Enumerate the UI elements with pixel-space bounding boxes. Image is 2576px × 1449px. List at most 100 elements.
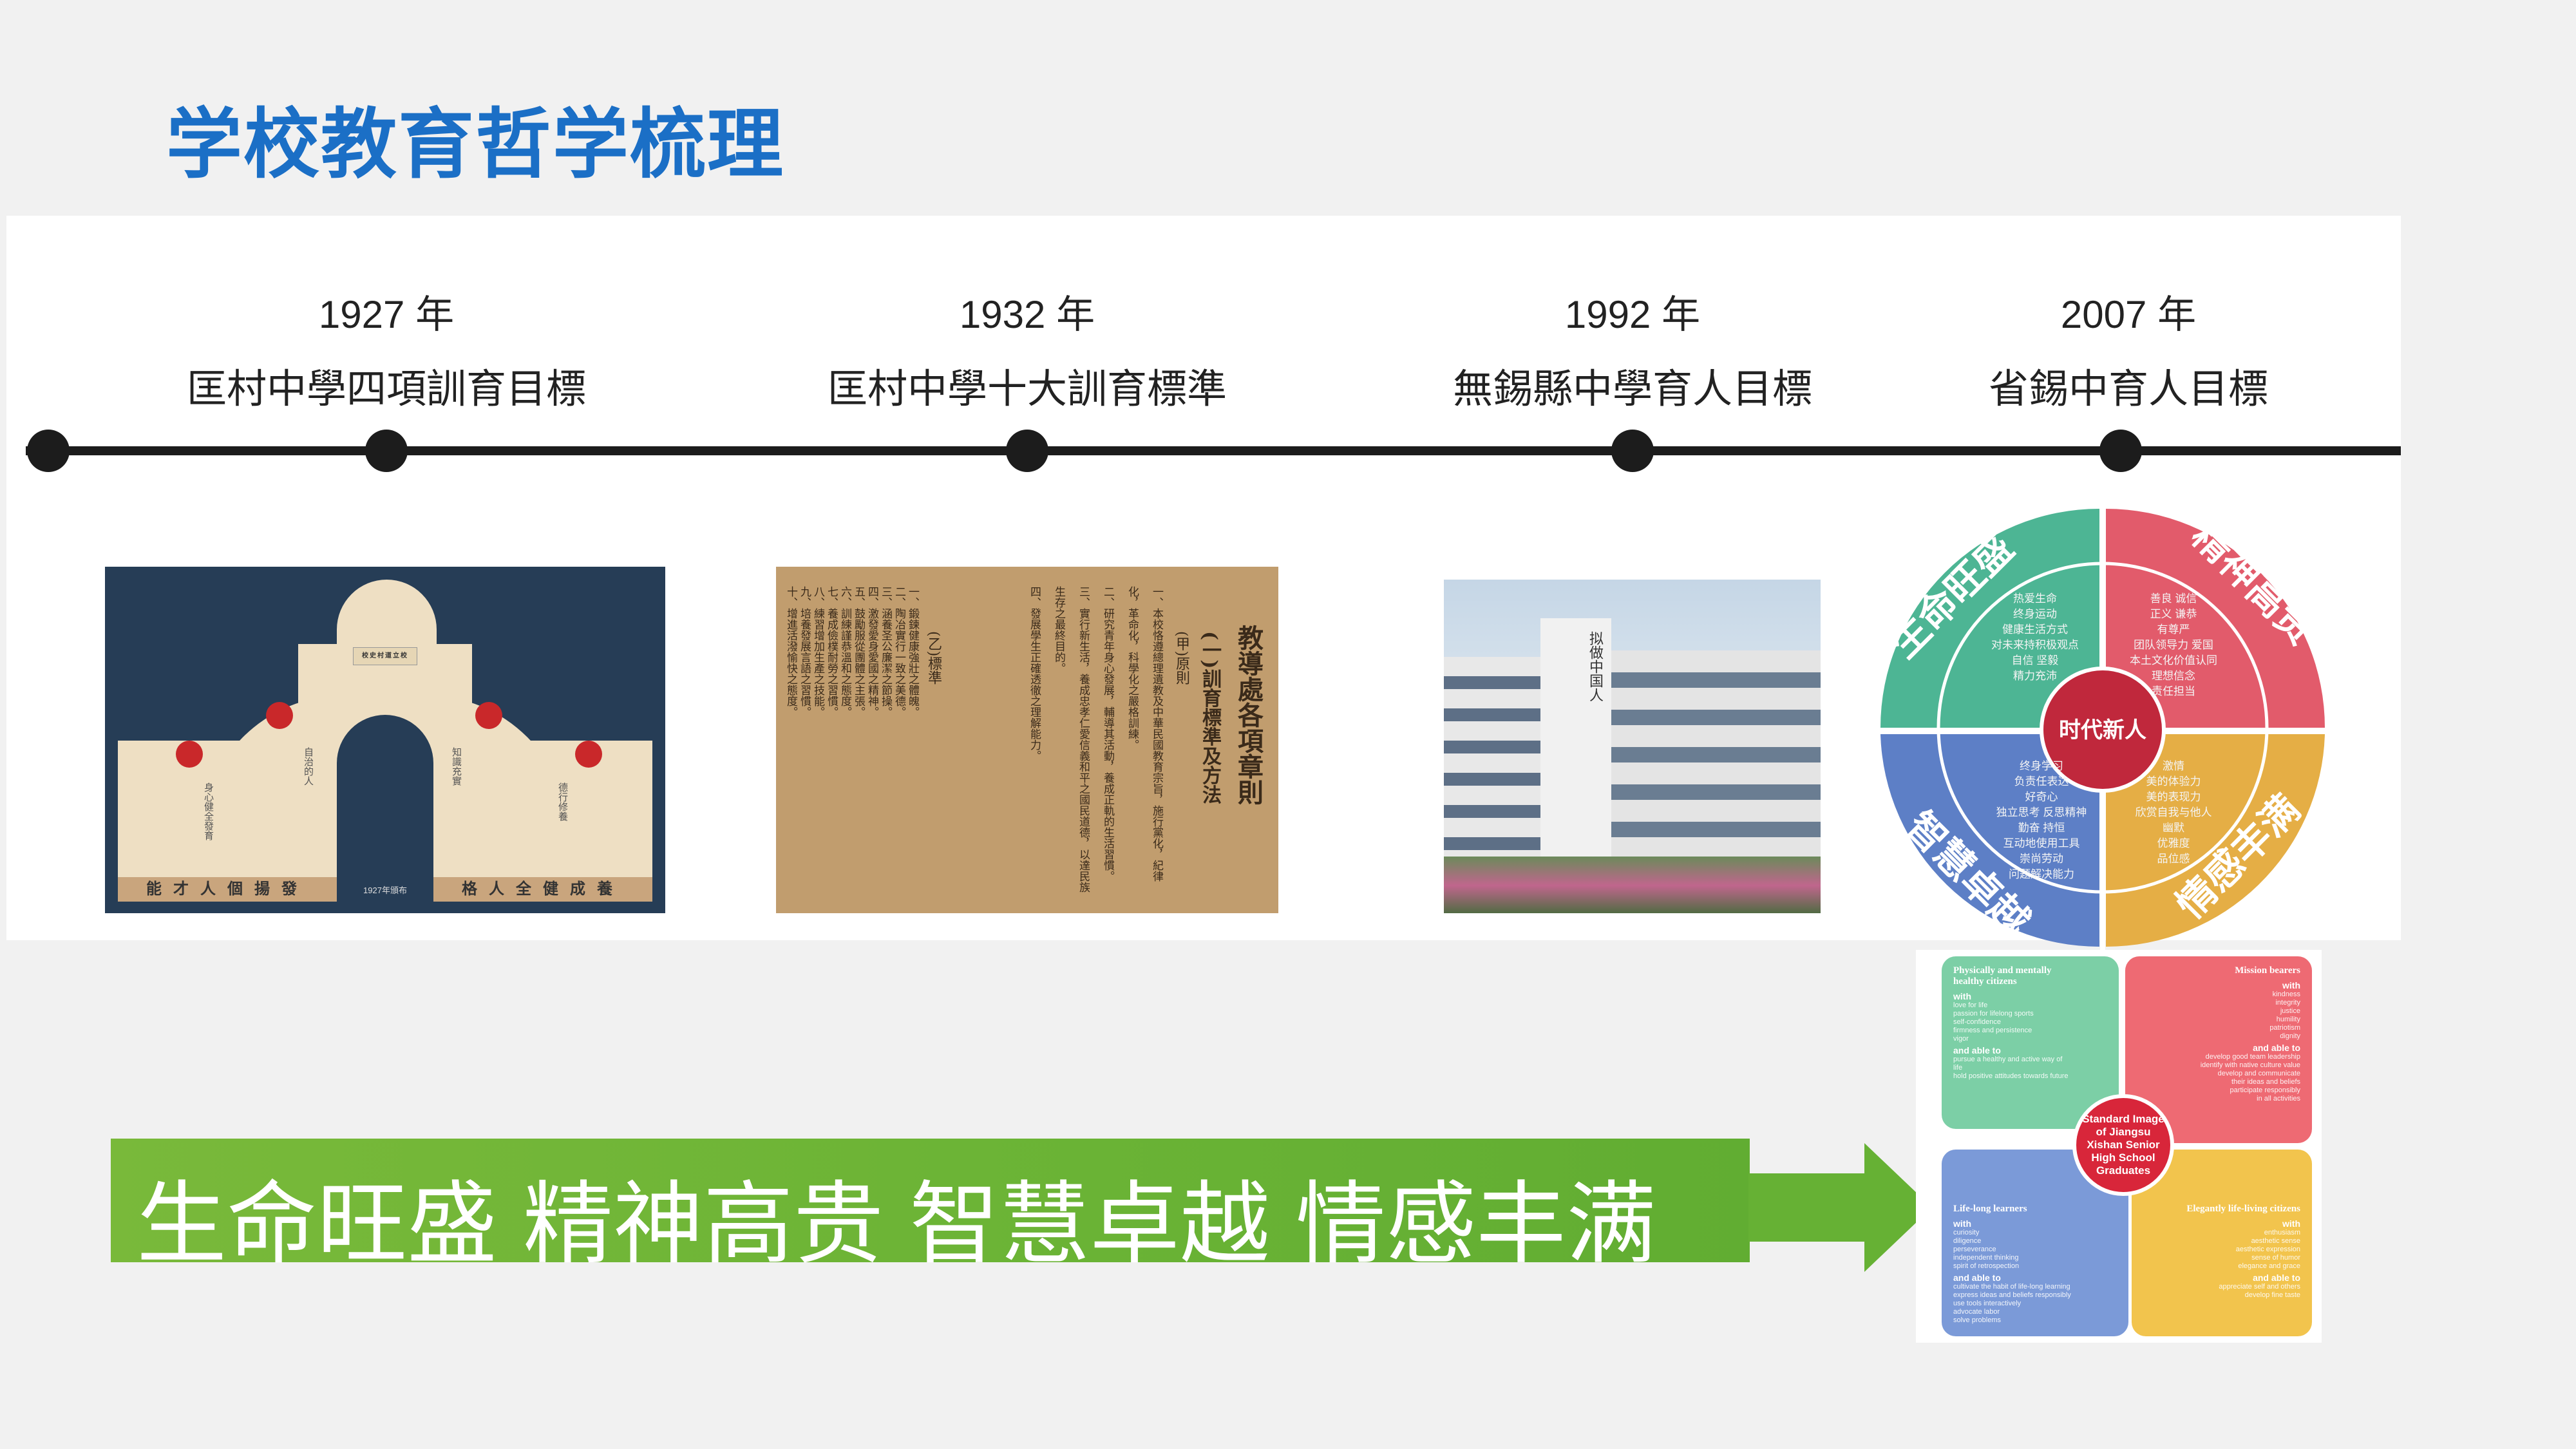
quadrant-item: 欣赏自我与他人 [2136, 806, 2212, 819]
quadrant-item: 精力充沛 [2013, 670, 2057, 682]
arrow-right-icon [1748, 1143, 1932, 1272]
doc-standards: 一、鍛鍊健康強壯之體魄。二、陶冶實行一致之美德。三、涵養圣公廉潔之節操。四、激發… [784, 586, 919, 753]
doc-subheading: (甲)原則 [1173, 631, 1189, 685]
timeline-dot-1927 [365, 430, 408, 472]
quadrant-item: 有尊严 [2157, 623, 2190, 636]
doc-standard: 一、鍛鍊健康強壯之體魄。 [906, 586, 919, 717]
seal-icon [475, 702, 502, 729]
quadrant-item: 责任担当 [2152, 685, 2195, 697]
puzzle-item: their ideas and beliefs [2231, 1078, 2300, 1086]
banner-item: 智慧卓越 [909, 1173, 1271, 1274]
doc-line: 四、發展學生正確透徹之理解能力。 [1028, 586, 1041, 761]
seal-icon [266, 702, 293, 729]
quadrant-item: 互动地使用工具 [2003, 837, 2080, 849]
quadrant-item: 问题解决能力 [2009, 868, 2074, 880]
puzzle-item: spirit of retrospection [1953, 1262, 2020, 1270]
puzzle-item: use tools interactively [1953, 1300, 2022, 1307]
quadrant-item: 团队领导力 爱国 [2134, 639, 2213, 651]
school-building-photo-1992: 拟做中国人 [1444, 580, 1821, 913]
quadrant-item: 激情 [2163, 760, 2184, 772]
building-sign: 拟做中国人 [1587, 631, 1603, 702]
puzzle-item: sense of humor [2251, 1254, 2300, 1262]
quadrant-item: 美的体验力 [2146, 775, 2201, 788]
puzzle-item: curiosity [1953, 1229, 1980, 1236]
quadrant-item: 独立思考 反思精神 [1996, 806, 2087, 819]
puzzle-item: diligence [1953, 1237, 1982, 1245]
arch-plaque: 校史村道立校 [353, 647, 417, 665]
banner-item: 情感丰满 [1296, 1173, 1657, 1274]
quadrant-item: 优雅度 [2157, 837, 2190, 849]
puzzle-item: develop and communicate [2217, 1070, 2300, 1077]
timeline-line [26, 446, 2401, 455]
arch-text: 德行修養 [557, 782, 568, 821]
timeline-dot-1932 [1006, 430, 1048, 472]
quadrant-item: 对未来持积极观点 [1991, 639, 2079, 651]
quadrant-emotion [2106, 734, 2325, 947]
able-label: and able to [2253, 1043, 2300, 1053]
puzzle-item: identify with native culture value [2200, 1061, 2300, 1069]
piece-title: Elegantly life-living citizens [2186, 1204, 2300, 1214]
with-label: with [2282, 1218, 2300, 1229]
puzzle-item: participate responsibly [2230, 1086, 2300, 1094]
puzzle-item: hold positive attitudes towards future [1953, 1072, 2069, 1080]
doc-line: 二、研究青年身心發展，輔導其活動，養成正軌的生活習慣。 [1101, 586, 1114, 882]
puzzle-item: enthusiasm [2264, 1229, 2300, 1236]
puzzle-item: justice [2280, 1007, 2300, 1015]
quadrant-item: 理想信念 [2152, 669, 2195, 682]
timeline-dot-1992 [1611, 430, 1654, 472]
quadrant-life [1880, 509, 2099, 728]
quadrant-item: 终身运动 [2013, 608, 2057, 620]
doc-standard: 六、訓練謹恭溫和之態度。 [838, 586, 851, 717]
year-label: 1927 年 [318, 293, 455, 336]
puzzle-item: elegance and grace [2238, 1262, 2300, 1270]
puzzle-item: humility [2276, 1016, 2300, 1023]
puzzle-item: integrity [2275, 999, 2300, 1007]
puzzle-item: pursue a healthy and active way of life [1953, 1056, 2063, 1072]
puzzle-item: perseverance [1953, 1245, 1996, 1253]
quadrant-item: 美的表现力 [2146, 791, 2201, 803]
arch-image-1927: 校史村道立校 能才人個揚發 格人全健成養 1927年頒布 身心健全發育 自治的人… [105, 567, 665, 913]
quadrant-wisdom [1880, 734, 2099, 947]
banner-item: 精神高贵 [523, 1173, 884, 1274]
banner-item: 生命旺盛 [137, 1173, 498, 1274]
puzzle-item: aesthetic expression [2235, 1245, 2300, 1253]
piece-title: Life-long learners [1953, 1204, 2027, 1214]
quadrant-item: 负责任表达 [2014, 775, 2069, 788]
puzzle-center: Standard Image of Jiangsu Xishan Senior … [2072, 1094, 2174, 1196]
puzzle-diagram: Physically and mentally healthy citizens… [1916, 950, 2322, 1343]
quadrant-item: 终身学习 [2020, 760, 2063, 772]
doc-title: 教導處各項章則 [1233, 625, 1264, 805]
arch-text: 身心健全發育 [203, 782, 214, 840]
quadrant-item: 本土文化价值认同 [2130, 654, 2217, 667]
timeline-dot-2007 [2099, 430, 2142, 472]
doc-standard: 七、養成儉樸耐勞之習慣。 [825, 586, 838, 717]
wheel-center-label: 时代新人 [2059, 718, 2146, 743]
core-values-banner: 生命旺盛 精神高贵 智慧卓越 情感丰满 [111, 1139, 1750, 1274]
puzzle-item: vigor [1953, 1035, 1969, 1043]
arch-text: 知識充實 [451, 747, 462, 786]
arch-text: 自治的人 [303, 747, 314, 786]
milestone-title: 匡村中學四項訓育目標 [186, 367, 586, 412]
puzzle-item: self-confidence [1953, 1018, 2001, 1026]
piece-title: Physically and mentally healthy citizens [1953, 965, 2052, 987]
quadrant-item: 自信 坚毅 [2012, 654, 2059, 667]
doc-standard: 十、增進活潑愉快之態度。 [784, 586, 797, 717]
puzzle-item: patriotism [2269, 1024, 2300, 1032]
able-label: and able to [1953, 1045, 2001, 1056]
puzzle-item: dignity [2280, 1032, 2300, 1040]
doc-standard: 八、練習增加生產之技能。 [811, 586, 824, 717]
puzzle-item: love for life [1953, 1001, 1988, 1009]
document-image-1932: 教導處各項章則 (一)訓育標準及方法 (甲)原則 一、本校恪遵總理遺教及中華民國… [776, 567, 1278, 913]
doc-subheading: (乙)標準 [925, 631, 942, 685]
quadrant-item: 正义 谦恭 [2150, 608, 2197, 620]
quadrant-spirit [2106, 509, 2325, 728]
doc-line: 一、本校恪遵總理遺教及中華民國教育宗旨，施行黨化，紀律化，革命化，科學化之嚴格訓… [1126, 586, 1163, 882]
doc-standard: 五、鼓勵服從團體之主張。 [852, 586, 865, 717]
quadrant-item: 品位感 [2157, 853, 2190, 865]
quadrant-item: 好奇心 [2025, 791, 2058, 803]
doc-heading: (一)訓育標準及方法 [1198, 631, 1221, 804]
with-label: with [1953, 991, 1971, 1001]
puzzle-item: solve problems [1953, 1316, 2001, 1324]
able-label: and able to [2253, 1273, 2300, 1283]
